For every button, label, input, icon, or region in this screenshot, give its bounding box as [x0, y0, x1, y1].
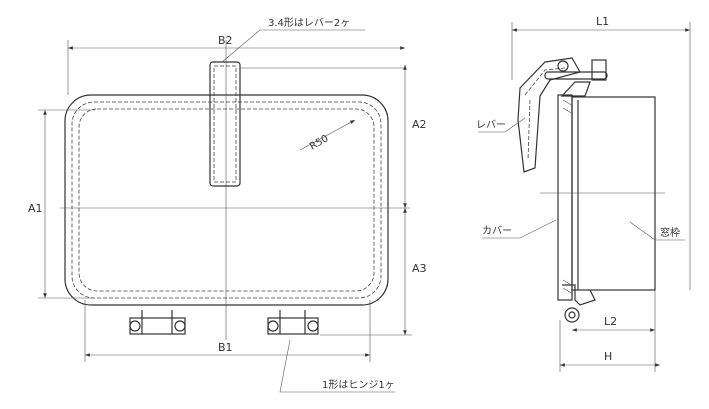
lever-handle — [517, 57, 581, 173]
frame-label: 窓枠 — [660, 226, 680, 239]
dim-l2-label: L2 — [604, 315, 617, 328]
hinge-note: 1形はヒンジ1ヶ — [322, 379, 395, 391]
hinge-left — [129, 310, 186, 335]
cover-plate — [557, 94, 573, 301]
window-frame — [571, 96, 656, 291]
dim-b2-label: B2 — [218, 34, 233, 47]
lever-label: レバー — [476, 119, 506, 131]
dim-l1-label: L1 — [596, 15, 609, 28]
lever — [209, 61, 405, 187]
lever-note: 3.4形はレバー2ヶ — [268, 17, 350, 29]
front-view: B2 B1 A1 A2 A3 R50 3.4形はレバー2ヶ 1形はヒンジ1ヶ — [28, 17, 427, 393]
cover-outline — [64, 94, 389, 306]
hinge-right — [267, 310, 319, 335]
dim-a2-label: A2 — [412, 118, 427, 131]
dim-b1-label: B1 — [218, 341, 233, 354]
hinge-side — [562, 284, 596, 306]
dim-a1-label: A1 — [28, 202, 43, 215]
dim-a3-label: A3 — [412, 262, 427, 275]
dim-h-label: H — [604, 350, 612, 363]
side-view: L1 L2 H レバー カバー 窓枠 — [476, 15, 691, 372]
radius-label: R50 — [308, 133, 331, 152]
cover-label: カバー — [482, 225, 512, 237]
